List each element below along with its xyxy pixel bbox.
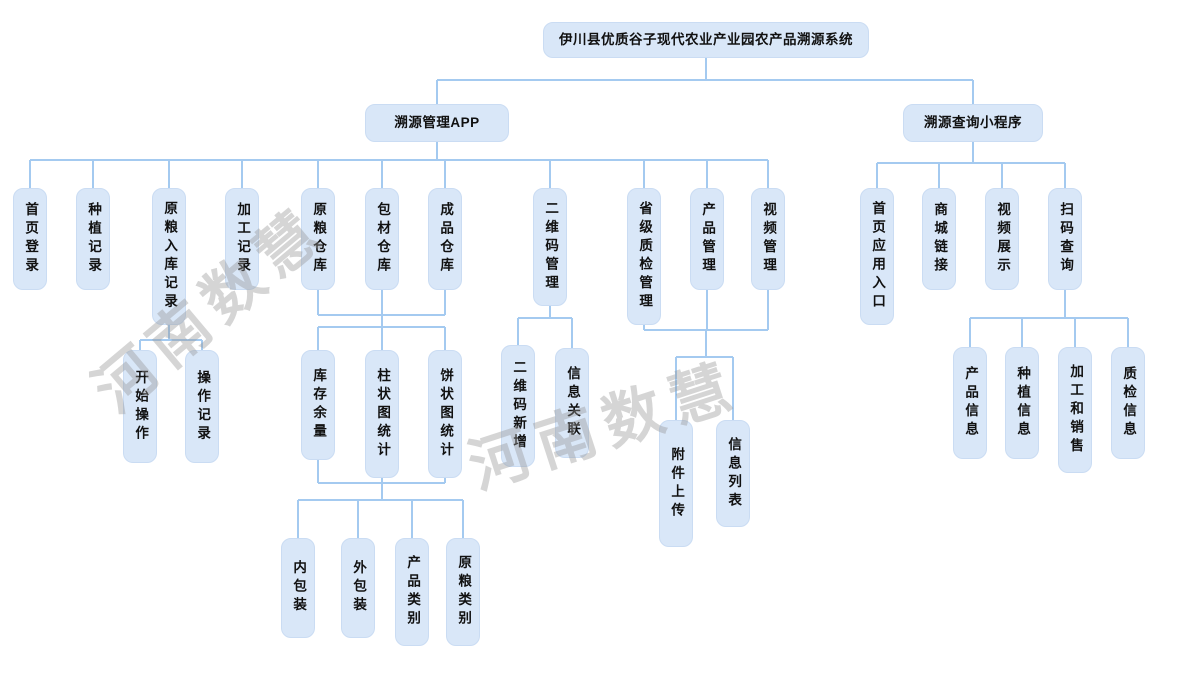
node-mall-link: 商城链接: [922, 188, 956, 290]
node-outer-packaging: 外包装: [341, 538, 375, 638]
node-video-management: 视频管理: [751, 188, 785, 290]
node-root-title: 伊川县优质谷子现代农业产业园农产品溯源系统: [543, 22, 869, 58]
node-video-display: 视频展示: [985, 188, 1019, 290]
node-packaging-warehouse: 包材仓库: [365, 188, 399, 290]
node-qr-code-management: 二维码管理: [533, 188, 567, 306]
node-scan-code-query: 扫码查询: [1048, 188, 1082, 290]
node-pie-chart-stats: 饼状图统计: [428, 350, 462, 478]
node-trace-miniprogram: 溯源查询小程序: [903, 104, 1043, 142]
node-qc-info: 质检信息: [1111, 347, 1145, 459]
node-start-operation: 开始操作: [123, 350, 157, 463]
node-raw-grain-inbound-record: 原粮入库记录: [152, 188, 186, 325]
node-product-info: 产品信息: [953, 347, 987, 459]
node-bar-chart-stats: 柱状图统计: [365, 350, 399, 478]
node-finished-warehouse: 成品仓库: [428, 188, 462, 290]
node-operation-record: 操作记录: [185, 350, 219, 463]
node-raw-grain-warehouse: 原粮仓库: [301, 188, 335, 290]
node-planting-info: 种植信息: [1005, 347, 1039, 459]
node-processing-record: 加工记录: [225, 188, 259, 290]
node-planting-record: 种植记录: [76, 188, 110, 290]
node-home-login: 首页登录: [13, 188, 47, 290]
node-info-list: 信息列表: [716, 420, 750, 527]
node-raw-grain-category: 原粮类别: [446, 538, 480, 646]
node-home-app-entry: 首页应用入口: [860, 188, 894, 325]
node-provincial-qc-management: 省级质检管理: [627, 188, 661, 325]
node-processing-and-sales: 加工和销售: [1058, 347, 1092, 473]
node-inner-packaging: 内包装: [281, 538, 315, 638]
node-qr-code-add: 二维码新增: [501, 345, 535, 467]
node-product-management: 产品管理: [690, 188, 724, 290]
node-info-association: 信息关联: [555, 348, 589, 458]
node-product-category: 产品类别: [395, 538, 429, 646]
node-trace-app: 溯源管理APP: [365, 104, 509, 142]
node-inventory-balance: 库存余量: [301, 350, 335, 460]
node-attachment-upload: 附件上传: [659, 420, 693, 547]
